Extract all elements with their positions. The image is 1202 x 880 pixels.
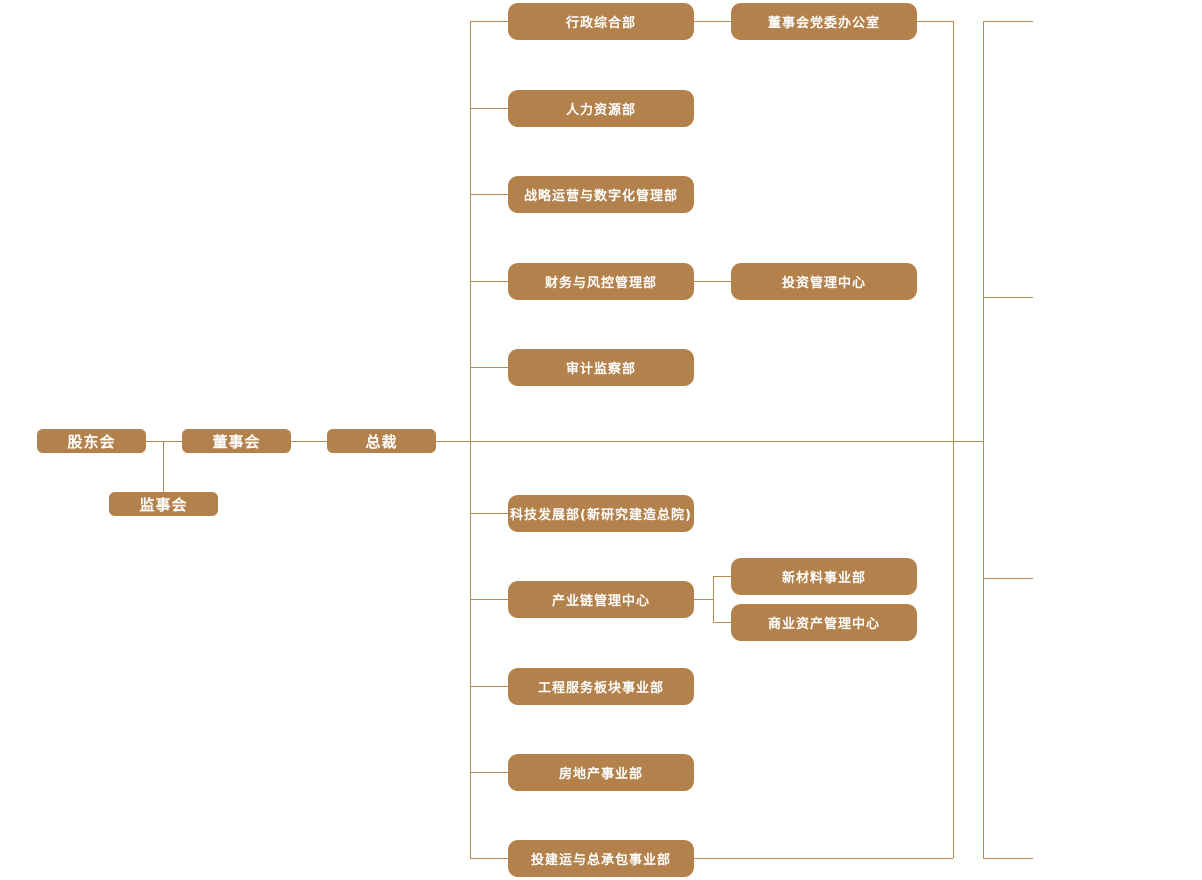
connector-line [983, 578, 1033, 579]
connector-line [713, 576, 731, 577]
connector-line [163, 441, 164, 492]
node-engineering-services-div: 工程服务板块事业部 [508, 668, 694, 705]
connector-line [146, 441, 182, 442]
connector-line [953, 21, 954, 858]
connector-line [694, 599, 713, 600]
connector-line [470, 686, 508, 687]
connector-line [470, 108, 508, 109]
connector-line [470, 21, 471, 858]
node-board-party-office: 董事会党委办公室 [731, 3, 917, 40]
node-tech-dev-dept: 科技发展部(新研究建造总院) [508, 495, 694, 532]
node-commercial-assets-center: 商业资产管理中心 [731, 604, 917, 641]
node-invest-build-epc-div: 投建运与总承包事业部 [508, 840, 694, 877]
connector-line [917, 21, 953, 22]
node-new-materials-div: 新材料事业部 [731, 558, 917, 595]
node-board-of-directors: 董事会 [182, 429, 291, 453]
node-real-estate-div: 房地产事业部 [508, 754, 694, 791]
node-president: 总裁 [327, 429, 436, 453]
node-admin-general-dept: 行政综合部 [508, 3, 694, 40]
connector-line [470, 281, 508, 282]
connector-line [694, 21, 731, 22]
connector-line [713, 576, 714, 622]
connector-line [470, 21, 508, 22]
connector-line [470, 599, 508, 600]
connector-line [470, 194, 508, 195]
connector-line [291, 441, 327, 442]
node-investment-center: 投资管理中心 [731, 263, 917, 300]
connector-line [983, 21, 1033, 22]
node-finance-risk-dept: 财务与风控管理部 [508, 263, 694, 300]
node-industry-chain-center: 产业链管理中心 [508, 581, 694, 618]
connector-line [983, 297, 1033, 298]
connector-line [470, 858, 508, 859]
connector-line [694, 858, 953, 859]
connector-line [470, 772, 508, 773]
connector-line [983, 858, 1033, 859]
node-audit-supervision-dept: 审计监察部 [508, 349, 694, 386]
connector-line [713, 622, 731, 623]
connector-line [470, 367, 508, 368]
connector-line [470, 513, 508, 514]
connector-line [436, 441, 983, 442]
connector-line [694, 281, 731, 282]
connector-line [983, 21, 984, 858]
node-strategy-digital-dept: 战略运营与数字化管理部 [508, 176, 694, 213]
node-supervisory-board: 监事会 [109, 492, 218, 516]
node-hr-dept: 人力资源部 [508, 90, 694, 127]
node-shareholders-meeting: 股东会 [37, 429, 146, 453]
